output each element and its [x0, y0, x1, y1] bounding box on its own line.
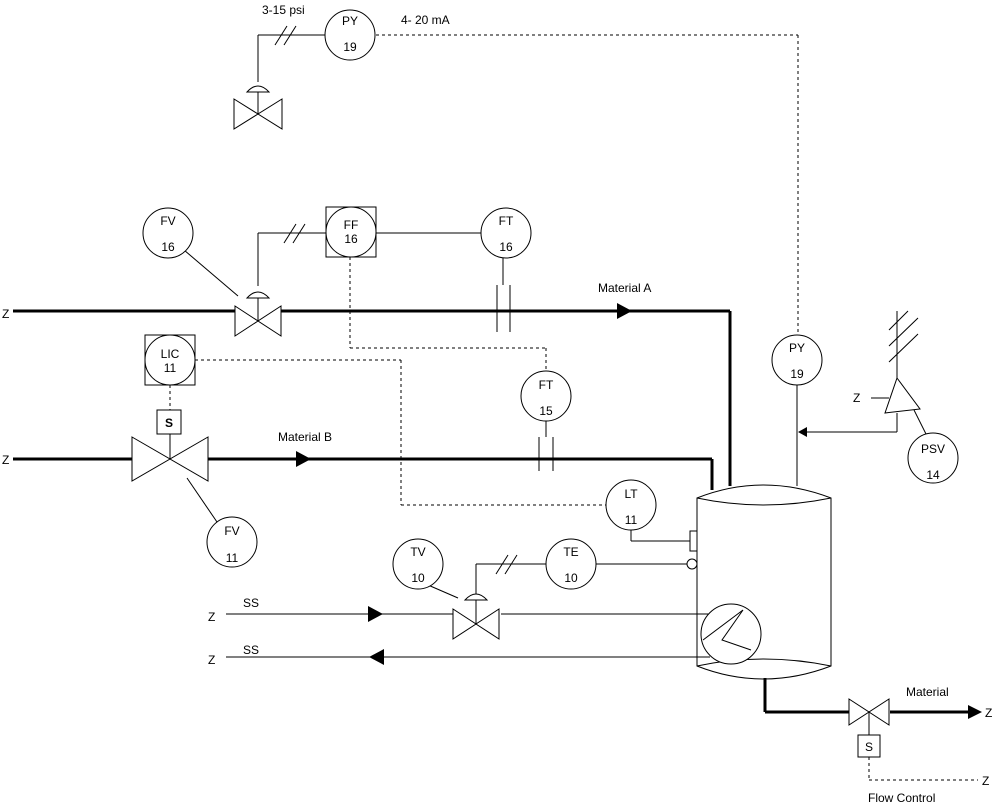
- flow-arrow-outlet-icon: [968, 705, 982, 719]
- material-b-label: Material B: [278, 430, 332, 444]
- ff16-hash-1: [283, 223, 297, 244]
- tv10-valve[interactable]: [452, 593, 500, 640]
- py19-top-loop: 3-15 psi 4- 20 mA PY 19: [233, 3, 799, 336]
- heat-exchanger-icon: [700, 603, 762, 665]
- ss-supply-label: SS: [243, 596, 259, 610]
- temperature-loop: TV 10 TE 10 Z SS Z SS: [208, 538, 710, 667]
- te10-hash-2: [504, 554, 518, 575]
- ff16-number: 16: [344, 232, 358, 246]
- fv11-valve[interactable]: [131, 436, 209, 482]
- tv10-number: 10: [411, 571, 425, 585]
- material-a-label: Material A: [598, 281, 651, 295]
- psv14-leader: [913, 409, 927, 435]
- fv11-number: 11: [226, 551, 239, 565]
- lic11-number: 11: [164, 361, 177, 375]
- thermowell-icon: [686, 558, 698, 570]
- ff16-box[interactable]: FF 16: [325, 206, 377, 258]
- flow-control-label: Flow Control: [868, 791, 935, 805]
- lt11-bubble[interactable]: LT 11: [605, 479, 657, 531]
- flow-arrow-b-icon: [296, 451, 311, 467]
- tv10-tag: TV: [410, 545, 425, 559]
- vessel[interactable]: [696, 484, 832, 680]
- material-b-line: Z Material B LIC 11 S FV: [2, 334, 714, 568]
- material-outlet-label: Material: [906, 685, 949, 699]
- fv11-leader: [186, 477, 218, 523]
- ss-return-label: SS: [243, 643, 259, 657]
- fv16-tag: FV: [160, 214, 175, 228]
- outlet-valve[interactable]: [848, 698, 890, 735]
- ff16-hash-2: [292, 223, 306, 244]
- boundary-z-psv: Z: [853, 391, 860, 405]
- boundary-z-ss-supply: Z: [208, 610, 215, 624]
- py19-right-tag: PY: [789, 341, 805, 355]
- py19-top-tag: PY: [342, 14, 358, 28]
- flow-arrow-a-icon: [617, 303, 632, 319]
- psv-vent-hash-2: [888, 317, 919, 347]
- actuator-dome-icon: [245, 85, 271, 93]
- fv16-leader: [183, 249, 239, 297]
- material-a-line: Z Material A: [2, 281, 732, 486]
- outlet-line: Z Material S Z Flow Control: [763, 678, 992, 805]
- solenoid-label: S: [165, 416, 173, 430]
- fv16-number: 16: [161, 240, 175, 254]
- py19-right-bubble[interactable]: PY 19: [771, 334, 823, 386]
- actuator-dome-icon: [463, 593, 489, 601]
- pneumatic-signal-label: 3-15 psi: [262, 3, 305, 17]
- ft16-tag: FT: [499, 214, 514, 228]
- lt11-number: 11: [625, 513, 638, 527]
- level-nozzle: [689, 530, 698, 552]
- ft16-bubble[interactable]: FT 16: [480, 207, 532, 259]
- ft15-number: 15: [539, 404, 553, 418]
- psv-vent-hash-1: [888, 310, 909, 331]
- psv14-number: 14: [926, 468, 940, 482]
- psv14-valve[interactable]: [871, 310, 927, 435]
- ff16-tag: FF: [344, 218, 359, 232]
- lt11-tag: LT: [624, 487, 638, 501]
- py19-top-number: 19: [343, 40, 357, 54]
- tv10-leader: [427, 584, 459, 599]
- ff16-loop: FV 16 FF 16 FT 16: [142, 206, 547, 372]
- tv10-bubble[interactable]: TV 10: [392, 538, 444, 590]
- te10-tag: TE: [563, 545, 578, 559]
- fv11-tag: FV: [224, 524, 239, 538]
- actuator-dome-icon: [245, 291, 271, 299]
- psv14-bubble[interactable]: PSV 14: [907, 432, 959, 484]
- te10-number: 10: [564, 571, 578, 585]
- pressure-loop: PY 19 Z PSV 14: [771, 310, 959, 486]
- pressure-arrow-icon: [798, 427, 807, 437]
- boundary-z-a: Z: [2, 307, 9, 321]
- psv-vent-hash-3: [888, 333, 919, 363]
- fv16-valve[interactable]: [234, 291, 282, 337]
- flow-arrow-ss-supply-icon: [368, 606, 383, 622]
- psv14-tag: PSV: [921, 442, 945, 456]
- top-control-valve[interactable]: [233, 85, 283, 130]
- te10-hash-1: [495, 554, 509, 575]
- lic11-box[interactable]: LIC 11: [144, 334, 196, 386]
- py19-top-bubble[interactable]: PY 19: [324, 9, 376, 61]
- solenoid-label: S: [865, 740, 873, 754]
- boundary-z-b: Z: [2, 453, 9, 467]
- pneumatic-hash-2: [283, 25, 297, 46]
- boundary-z-outlet: Z: [985, 706, 992, 720]
- boundary-z-flow-control: Z: [982, 774, 989, 788]
- ft16-number: 16: [499, 240, 513, 254]
- pneumatic-hash-1: [274, 25, 288, 46]
- boundary-z-ss-return: Z: [208, 653, 215, 667]
- fv16-bubble[interactable]: FV 16: [142, 207, 194, 259]
- lic11-tag: LIC: [161, 347, 180, 361]
- py19-right-number: 19: [790, 367, 804, 381]
- te10-bubble[interactable]: TE 10: [545, 538, 597, 590]
- fv11-bubble[interactable]: FV 11: [206, 516, 258, 568]
- outlet-solenoid[interactable]: S: [857, 734, 881, 758]
- lic11-solenoid[interactable]: S: [156, 409, 182, 435]
- electric-signal-label: 4- 20 mA: [401, 13, 450, 27]
- flow-arrow-ss-return-icon: [369, 649, 384, 665]
- ft15-tag: FT: [539, 378, 554, 392]
- ft15-bubble[interactable]: FT 15: [520, 370, 572, 422]
